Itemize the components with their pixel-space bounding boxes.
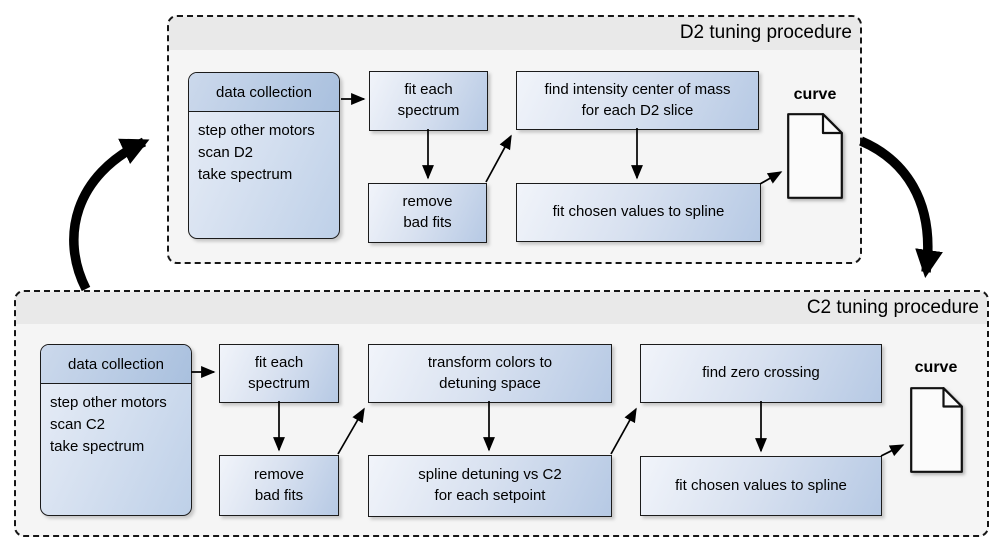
d2-panel-title: D2 tuning procedure bbox=[679, 22, 852, 43]
box-text-line: for each setpoint bbox=[434, 487, 546, 504]
d2-box-find-intensity-center: find intensity center of mass for each D… bbox=[516, 71, 759, 130]
c2-box-find-zero-crossing: find zero crossing bbox=[640, 344, 882, 403]
step-line: scan C2 bbox=[50, 415, 106, 433]
c2-panel-title: C2 tuning procedure bbox=[806, 297, 979, 318]
box-text-line: spline detuning vs C2 bbox=[418, 466, 562, 484]
box-text-line: remove bbox=[402, 193, 453, 211]
d2-box-remove-bad-fits: remove bad fits bbox=[368, 183, 487, 243]
box-text-line: bad fits bbox=[254, 486, 304, 504]
c2-curve-label: curve bbox=[914, 359, 958, 376]
box-label: data collection bbox=[68, 355, 164, 373]
arrow-c2-to-d2-loop bbox=[69, 137, 150, 292]
box-text-line: spectrum bbox=[397, 102, 460, 119]
d2-data-collection-header: data collection bbox=[189, 73, 339, 112]
box-text-line: remove bbox=[253, 465, 305, 483]
step-line: take spectrum bbox=[198, 165, 293, 183]
box-label: data collection bbox=[216, 83, 312, 101]
box-text-line: for each D2 slice bbox=[581, 101, 694, 119]
box-text-line: fit each bbox=[254, 353, 304, 371]
box-text-line: fit chosen values to spline bbox=[675, 476, 847, 494]
c2-box-transform-colors: transform colors to detuning space bbox=[368, 344, 612, 403]
box-text-line: fit chosen values to spline bbox=[552, 203, 725, 221]
step-line: step other motors bbox=[50, 394, 167, 411]
step-line: scan D2 bbox=[198, 143, 254, 161]
c2-data-collection-header: data collection bbox=[41, 345, 191, 384]
d2-curve-document-icon bbox=[787, 113, 843, 199]
step-line: step other motors bbox=[198, 122, 315, 139]
c2-box-fit-chosen-values-to-spline: fit chosen values to spline bbox=[640, 456, 882, 516]
d2-panel-title-strip bbox=[169, 17, 860, 50]
c2-data-collection-steps: step other motors scan C2 take spectrum bbox=[41, 384, 191, 465]
c2-curve-document-icon bbox=[910, 387, 963, 473]
d2-data-collection-box: data collection step other motors scan D… bbox=[188, 72, 340, 239]
box-text-line: find intensity center of mass bbox=[544, 80, 731, 98]
d2-box-fit-each-spectrum: fit each spectrum bbox=[369, 71, 488, 131]
d2-curve-label: curve bbox=[793, 86, 837, 103]
c2-panel-title-strip bbox=[16, 292, 987, 324]
box-text-line: transform colors to bbox=[427, 353, 553, 371]
box-text-line: fit each bbox=[404, 81, 453, 99]
d2-data-collection-steps: step other motors scan D2 take spectrum bbox=[189, 112, 339, 193]
box-text-line: detuning space bbox=[439, 374, 541, 392]
arrow-d2-to-c2-loop bbox=[859, 136, 943, 278]
c2-data-collection-box: data collection step other motors scan C… bbox=[40, 344, 192, 516]
c2-box-spline-detuning: spline detuning vs C2 for each setpoint bbox=[368, 455, 612, 517]
box-text-line: bad fits bbox=[403, 214, 452, 231]
box-text-line: spectrum bbox=[248, 374, 310, 392]
step-line: take spectrum bbox=[50, 437, 145, 455]
c2-box-remove-bad-fits: remove bad fits bbox=[219, 455, 339, 516]
c2-box-fit-each-spectrum: fit each spectrum bbox=[219, 344, 339, 403]
box-text-line: find zero crossing bbox=[702, 364, 820, 382]
d2-box-fit-chosen-values-to-spline: fit chosen values to spline bbox=[516, 183, 761, 242]
